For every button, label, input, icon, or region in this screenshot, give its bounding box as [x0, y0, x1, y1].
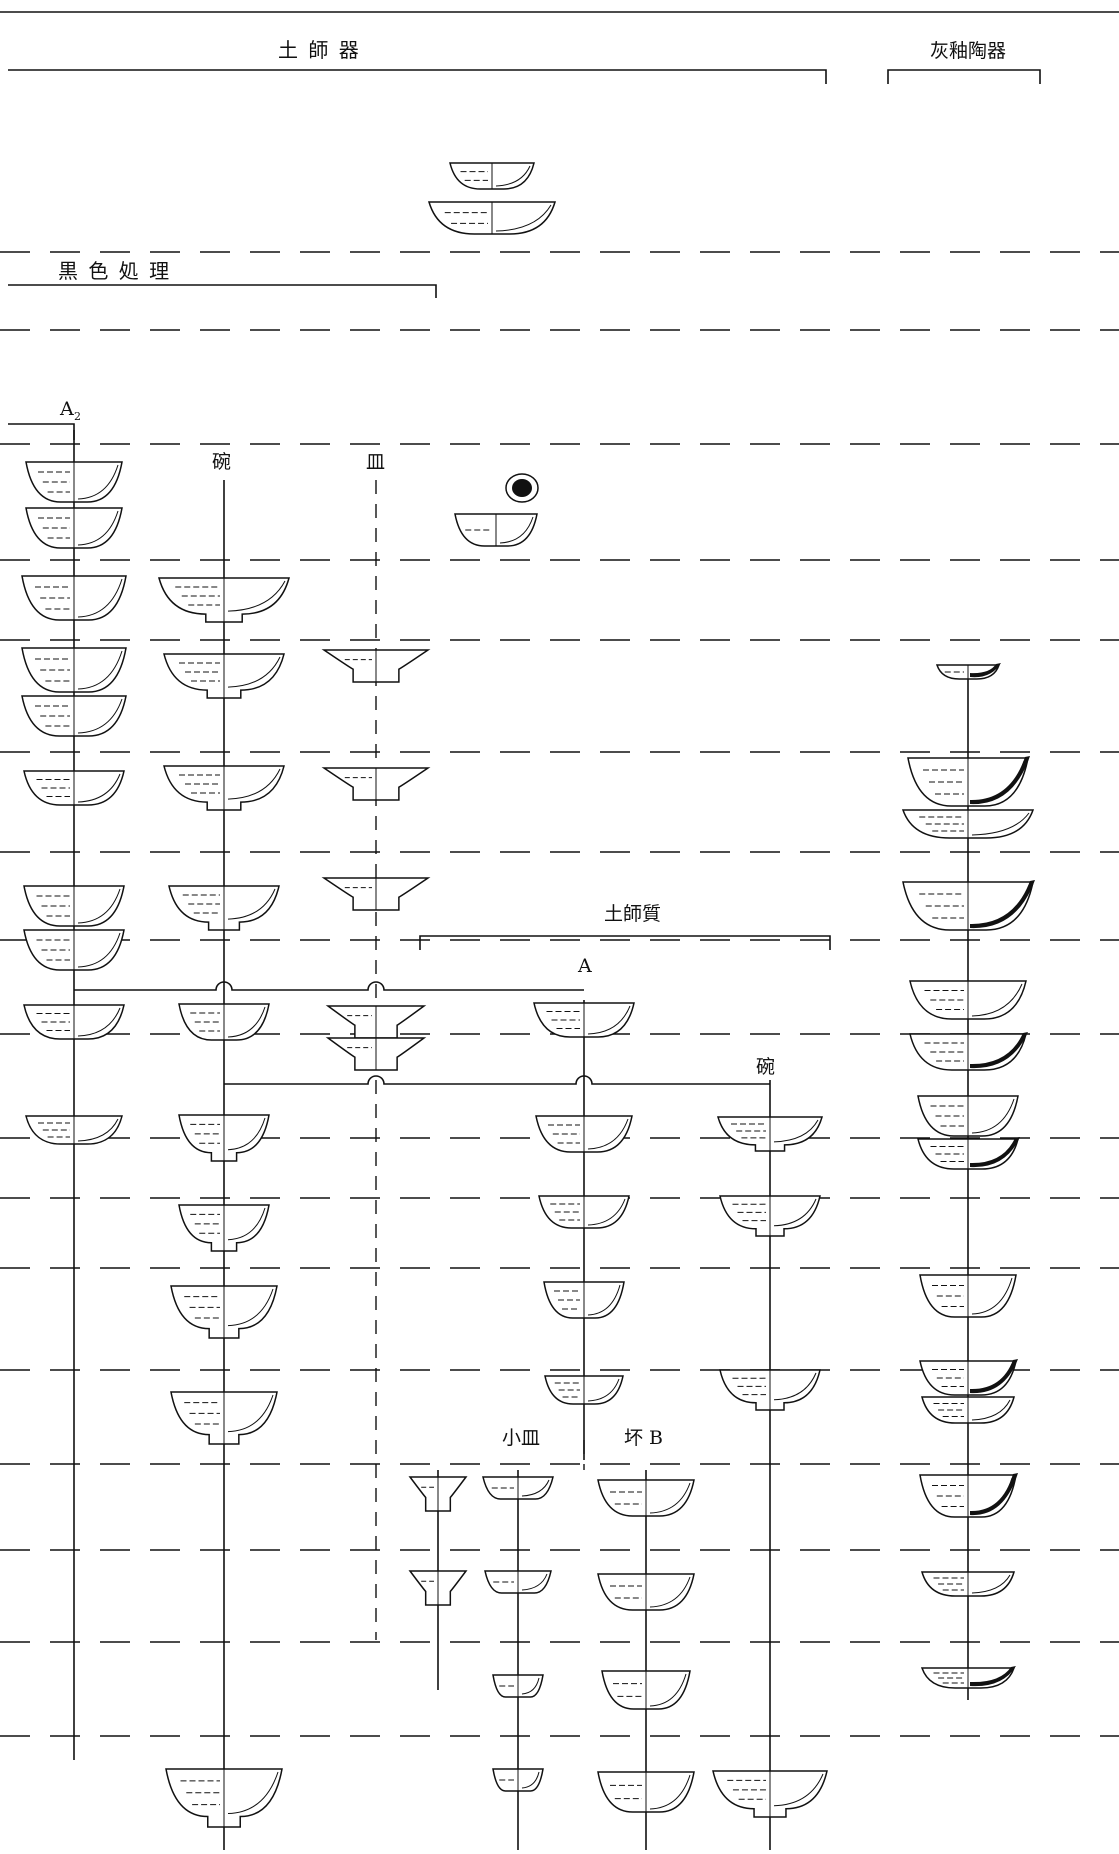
vessel-bowl	[922, 1572, 1014, 1596]
vessel-bowl	[493, 1769, 543, 1791]
vessel-bowl	[179, 1205, 269, 1251]
vessel-bowl	[920, 1275, 1016, 1317]
vessel-bowl	[718, 1117, 822, 1151]
vessel-bowl	[544, 1282, 624, 1318]
svg-text:A: A	[59, 398, 74, 420]
vessel-bowl	[171, 1392, 277, 1444]
vessel-bowl	[713, 1771, 827, 1817]
vessel-bowl	[598, 1480, 694, 1516]
vessel-bowl	[922, 1666, 1016, 1688]
vessel-bowl	[918, 1137, 1020, 1169]
vessel-bowl	[22, 576, 126, 620]
label-kozara: 小皿	[502, 1427, 540, 1449]
bracket-hajishitsu	[420, 936, 830, 950]
header-kokushoku: 黒 色 処 理	[58, 259, 171, 283]
vessel-drawings	[22, 163, 1035, 1827]
vessel-bowl	[937, 663, 1001, 679]
vessel-bowl	[922, 1397, 1014, 1423]
vessel-dish	[328, 1006, 424, 1038]
vessel-bowl	[429, 202, 555, 234]
bracket-kaiyu	[888, 70, 1040, 84]
vessel-dish	[324, 650, 428, 682]
vessel-bowl	[26, 462, 122, 502]
lineage-connector	[224, 1076, 770, 1084]
vessel-dish	[410, 1477, 466, 1511]
vessel-bowl	[169, 886, 279, 930]
bracket-a2	[8, 424, 74, 440]
vessel-bowl	[598, 1574, 694, 1610]
vessel-bowl	[24, 930, 124, 970]
label-sara: 皿	[366, 451, 385, 473]
vessel-bowl	[493, 1675, 543, 1697]
vessel-bowl	[903, 880, 1035, 930]
vessel-bowl	[179, 1115, 269, 1161]
vessel-bowl	[171, 1286, 277, 1338]
header-kaiyu: 灰釉陶器	[930, 40, 1006, 62]
vessel-bowl	[720, 1370, 820, 1410]
label-a2: A 2	[59, 398, 81, 423]
vessel-bowl	[920, 1359, 1018, 1395]
vessel-dish	[410, 1571, 466, 1605]
vessel-bowl	[918, 1096, 1018, 1136]
header-hajishitsu: 土師質	[604, 903, 661, 925]
vessel-bowl	[166, 1769, 282, 1827]
vessel-bowl	[910, 1032, 1028, 1070]
vessel-bowl	[450, 163, 534, 189]
label-wan: 碗	[212, 451, 231, 473]
vessel-dish	[324, 768, 428, 800]
vessel-dish	[328, 1038, 424, 1070]
vessel-bowl	[159, 578, 289, 622]
vessel-bowl	[920, 1473, 1018, 1517]
vessel-bowl	[545, 1376, 623, 1404]
svg-text:2: 2	[74, 410, 81, 423]
vessel-bowl	[910, 981, 1026, 1019]
vessel-bowl	[24, 771, 124, 805]
vessel-bowl	[164, 766, 284, 810]
vessel-bowl	[455, 514, 537, 546]
vessel-bowl	[483, 1477, 553, 1499]
vessel-bowl	[534, 1003, 634, 1037]
label-wan-2: 碗	[756, 1056, 775, 1078]
vessel-bowl	[598, 1772, 694, 1812]
vessel-bowl	[536, 1116, 632, 1152]
vessel-bowl	[22, 648, 126, 692]
vessel-bowl	[720, 1196, 820, 1236]
vessel-bowl	[164, 654, 284, 698]
header-hajiki: 土 師 器	[278, 38, 361, 62]
lineage-connector	[74, 982, 584, 990]
vessel-bowl	[903, 810, 1033, 838]
vessel-bowl	[22, 696, 126, 736]
vessel-bowl	[26, 1116, 122, 1144]
label-a: A	[577, 955, 592, 977]
bracket-kokushoku	[8, 285, 436, 298]
vessel-fragment-dark	[512, 479, 532, 497]
vessel-bowl	[26, 508, 122, 548]
vessel-bowl	[539, 1196, 629, 1228]
vessel-bowl	[602, 1671, 690, 1709]
vessel-bowl	[908, 756, 1030, 806]
label-tsuki-b: 坏 B	[624, 1427, 663, 1449]
vessel-dish	[324, 878, 428, 910]
bracket-hajiki	[8, 70, 826, 84]
vessel-bowl	[24, 886, 124, 926]
vessel-bowl	[485, 1571, 551, 1593]
